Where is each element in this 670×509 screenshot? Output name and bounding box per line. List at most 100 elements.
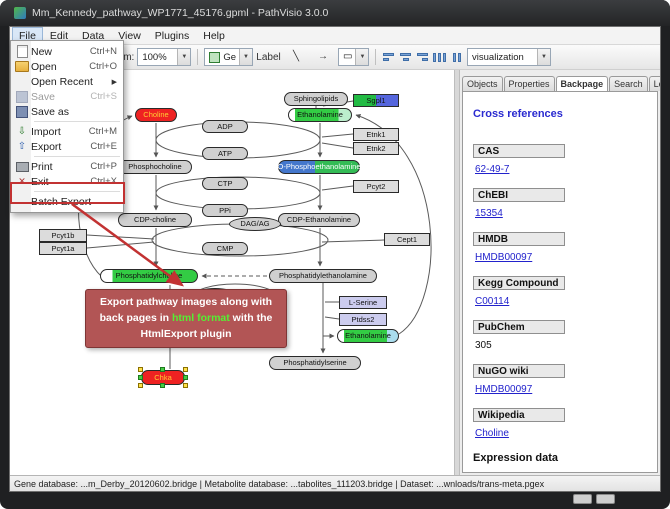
menu-item-open-recent[interactable]: Open Recent ▶ [31, 75, 117, 88]
pathway-node-phosphocholine[interactable]: Phosphocholine [118, 160, 192, 174]
pathway-node-etnk2[interactable]: Etnk2 [353, 142, 399, 155]
pathway-node-phosphatidylserine[interactable]: Phosphatidylserine [269, 356, 361, 370]
xref-link[interactable]: HMDB00097 [475, 384, 533, 395]
pathway-node-cmp[interactable]: CMP [202, 242, 248, 255]
printer-icon [15, 161, 29, 172]
pathway-node-ppi[interactable]: PPi [202, 204, 248, 217]
xref-link[interactable]: C00114 [475, 296, 510, 307]
tab-search[interactable]: Search [609, 76, 648, 91]
visualization-combo[interactable]: visualization▼ [467, 48, 552, 66]
distribute-horizontal-button[interactable] [432, 49, 447, 65]
tab-legend[interactable]: Legend [648, 76, 660, 91]
menu-item-import[interactable]: ⇩ Import Ctrl+M [12, 124, 122, 139]
xref-link[interactable]: 15354 [475, 208, 503, 219]
label-tool-button[interactable]: Label [256, 51, 281, 63]
menu-view[interactable]: View [118, 29, 141, 42]
xref-section-nugo: NuGO wiki HMDB00097 [473, 364, 647, 397]
align-left-button[interactable] [382, 49, 396, 65]
menu-item-exit[interactable]: ✕ Exit Ctrl+X [12, 174, 122, 189]
pathway-node-etnk1[interactable]: Etnk1 [353, 128, 399, 141]
align-center-button[interactable] [399, 49, 413, 65]
pathway-node-o-phosphoethanolamine[interactable]: O-Phosphoethanolamine [278, 160, 361, 174]
datanode-type-combo[interactable]: Ge▼ [204, 48, 254, 66]
pathway-node-pcyt1b[interactable]: Pcyt1b [39, 229, 87, 242]
xref-source-header: CAS [473, 144, 565, 158]
line-tool-button[interactable]: ╲ [293, 51, 300, 62]
toolbar-separator [375, 49, 377, 65]
arrow-tool-button[interactable]: → [318, 51, 329, 62]
menu-data[interactable]: Data [82, 29, 105, 42]
menu-item-open[interactable]: Open Ctrl+O [12, 59, 122, 74]
menu-item-batch-export[interactable]: Batch Export [31, 195, 92, 208]
distribute-vertical-button[interactable] [450, 49, 464, 65]
selection-handle-icon[interactable] [138, 367, 143, 372]
menu-bar: File Edit Data View Plugins Help [10, 27, 660, 45]
window-grip[interactable] [596, 494, 615, 504]
selection-handle-icon[interactable] [160, 367, 165, 372]
selection-handle-icon[interactable] [138, 374, 143, 380]
chevron-down-icon: ▼ [239, 49, 253, 65]
menu-item-save-as[interactable]: Save as [12, 104, 122, 119]
pathway-node-sgpl1[interactable]: Sgpl1 [353, 94, 399, 107]
pathway-node-pcyt2[interactable]: Pcyt2 [353, 180, 399, 193]
menu-separator [34, 156, 120, 157]
xref-link[interactable]: Choline [475, 428, 509, 439]
selection-handle-icon[interactable] [183, 374, 188, 380]
menu-help[interactable]: Help [203, 29, 225, 42]
callout-highlight: html format [172, 311, 230, 324]
shape-tool-combo[interactable]: ▭▼ [338, 48, 370, 66]
title-bar[interactable]: Mm_Kennedy_pathway_WP1771_45176.gpml - P… [0, 0, 670, 26]
side-panel: Objects Properties Backpage Search Legen… [460, 70, 660, 475]
align-right-button[interactable] [416, 49, 430, 65]
new-file-icon [16, 45, 28, 58]
xref-source-header: HMDB [473, 232, 565, 246]
backpage-panel: Cross references CAS 62-49-7 ChEBI 15354… [462, 91, 658, 473]
window-grip[interactable] [573, 494, 592, 504]
xref-link[interactable]: 62-49-7 [475, 164, 510, 175]
pathway-node-cdp-choline[interactable]: CDP-choline [118, 213, 192, 227]
pathway-node-phosphatidylethanolamine[interactable]: Phosphatidylethanolamine [269, 269, 377, 283]
tab-objects[interactable]: Objects [462, 76, 503, 91]
pathway-node-l-serine[interactable]: L-Serine [339, 296, 387, 309]
save-as-disk-icon [16, 105, 28, 118]
menu-item-save[interactable]: Save Ctrl+S [12, 89, 122, 104]
selection-handle-icon[interactable] [160, 383, 165, 388]
pathway-node-ctp[interactable]: CTP [202, 177, 248, 190]
xref-section-kegg: Kegg Compound C00114 [473, 276, 647, 309]
pathway-node-ethanolamine[interactable]: Ethanolamine [337, 329, 399, 343]
side-panel-tabs: Objects Properties Backpage Search Legen… [460, 70, 660, 91]
cross-references-title: Cross references [473, 108, 563, 120]
selection-handle-icon[interactable] [183, 367, 188, 372]
menu-item-export[interactable]: ⇧ Export Ctrl+E [12, 139, 122, 154]
exit-icon: ✕ [18, 176, 26, 186]
status-bar: Gene database: ...m_Derby_20120602.bridg… [10, 475, 660, 491]
menu-plugins[interactable]: Plugins [154, 29, 190, 42]
pathway-node-cept1[interactable]: Cept1 [384, 233, 430, 246]
pathway-node-ethanolamine[interactable]: Ethanolamine [288, 108, 352, 122]
pathway-node-sphingolipids[interactable]: Sphingolipids [284, 92, 348, 106]
selection-handle-icon[interactable] [183, 383, 188, 388]
app-icon [14, 7, 26, 19]
menu-item-print[interactable]: Print Ctrl+P [12, 159, 122, 174]
pathway-node-adp[interactable]: ADP [202, 120, 248, 133]
pathway-node-atp[interactable]: ATP [202, 147, 248, 160]
menu-edit[interactable]: Edit [49, 29, 69, 42]
pathway-node-choline[interactable]: Choline [135, 108, 177, 122]
chevron-down-icon: ▼ [355, 49, 369, 65]
xref-section-cas: CAS 62-49-7 [473, 144, 647, 177]
panel-splitter[interactable] [454, 70, 460, 475]
pathway-node-cdp-ethanolamine[interactable]: CDP-Ethanolamine [278, 213, 360, 227]
pathway-node-ptdss2[interactable]: Ptdss2 [339, 313, 387, 326]
pathway-node-pcyt1a[interactable]: Pcyt1a [39, 242, 87, 255]
menu-item-new[interactable]: New Ctrl+N [12, 44, 122, 59]
zoom-combo[interactable]: 100%▼ [137, 48, 192, 66]
pathway-node-dag-ag[interactable]: DAG/AG [229, 217, 281, 231]
selection-handle-icon[interactable] [138, 383, 143, 388]
tab-properties[interactable]: Properties [503, 76, 555, 91]
xref-link[interactable]: HMDB00097 [475, 252, 533, 263]
tab-backpage[interactable]: Backpage [555, 76, 609, 91]
toolbar-separator [197, 49, 199, 65]
gene-node-icon [209, 51, 221, 63]
pathway-node-chka[interactable]: Chka [138, 367, 188, 388]
pathway-node-phosphatidylcholine[interactable]: Phosphatidylcholine [100, 269, 198, 283]
